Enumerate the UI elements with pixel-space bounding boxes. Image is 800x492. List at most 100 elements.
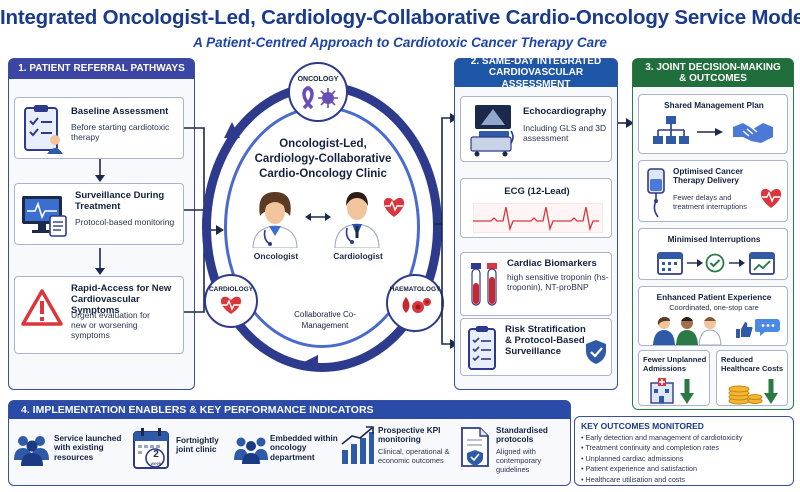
oncology-badge: ONCOLOGY bbox=[288, 62, 348, 122]
enabler-fortnightly-title: Fortnightly joint clinic bbox=[176, 436, 219, 455]
biomarkers-text: high sensitive troponin (hs-troponin), N… bbox=[507, 272, 609, 293]
coins-down-icon bbox=[728, 379, 778, 405]
key-outcomes-list: Early detection and management of cardio… bbox=[581, 433, 791, 485]
cardiologist-figure bbox=[334, 192, 380, 248]
page-title: Integrated Oncologist-Led, Cardiology-Co… bbox=[0, 6, 800, 29]
right-arrow bbox=[618, 118, 634, 128]
surveillance-title: Surveillance During Treatment bbox=[75, 190, 165, 212]
patient-experience-card[interactable]: Enhanced Patient Experience Coordinated,… bbox=[638, 286, 788, 346]
fewer-admissions-card[interactable]: Fewer Unplanned Admissions bbox=[638, 350, 710, 406]
echocardiography-title: Echocardiography bbox=[523, 106, 607, 117]
right-arrow-icon bbox=[687, 259, 703, 267]
bidirectional-arrow-icon bbox=[305, 213, 331, 221]
oncology-badge-label: ONCOLOGY bbox=[297, 76, 339, 83]
thumbs-up-icon bbox=[736, 322, 753, 338]
ecg-trace-icon bbox=[473, 203, 603, 233]
heart-ecg-icon bbox=[383, 197, 405, 217]
calendar-unit: week bbox=[150, 461, 162, 466]
warning-icon bbox=[21, 289, 63, 326]
co-management-label: Collaborative Co-Management bbox=[294, 310, 356, 330]
biomarkers-card[interactable]: Cardiac Biomarkers high sensitive tropon… bbox=[460, 252, 612, 316]
risk-stratification-card[interactable]: Risk Stratification & Protocol-Based Sur… bbox=[460, 318, 612, 376]
baseline-assessment-title: Baseline Assessment bbox=[71, 106, 169, 117]
down-arrow bbox=[95, 248, 105, 275]
echocardiography-card[interactable]: Echocardiography Including GLS and 3D as… bbox=[460, 96, 612, 162]
ribbon-icon bbox=[302, 86, 338, 110]
heart-pulse-icon bbox=[220, 296, 242, 314]
cycle-arrow-icon bbox=[224, 122, 240, 138]
down-arrow bbox=[95, 159, 105, 182]
team-icon bbox=[14, 436, 49, 466]
check-circle-icon bbox=[705, 253, 725, 273]
shield-check-icon bbox=[586, 340, 606, 364]
ecg-card[interactable]: ECG (12-Lead) bbox=[460, 178, 612, 238]
shared-plan-card[interactable]: Shared Management Plan bbox=[638, 94, 788, 154]
optimised-therapy-text: Fewer delays and treatment interruptions bbox=[673, 193, 747, 211]
baseline-assessment-card[interactable]: Baseline Assessment Before starting card… bbox=[14, 97, 184, 159]
cycle-arrow-icon bbox=[302, 355, 318, 371]
calendar-icon bbox=[657, 252, 683, 275]
referral-heading: 1. PATIENT REFERRAL PATHWAYS bbox=[9, 59, 194, 79]
minimised-interruptions-card[interactable]: Minimised Interruptions bbox=[638, 228, 788, 280]
enabler-protocols-title: Standardised protocols bbox=[496, 426, 548, 445]
hospital-down-icon bbox=[650, 378, 694, 404]
cardiology-badge: CARDIOLOGY bbox=[204, 274, 258, 328]
rapid-access-text: Urgent evaluation for new or worsening s… bbox=[71, 310, 150, 341]
reduced-costs-card[interactable]: Reduced Healthcare Costs bbox=[716, 350, 788, 406]
heart-pulse-icon bbox=[760, 188, 782, 208]
bar-chart-icon bbox=[341, 426, 374, 464]
optimised-therapy-card[interactable]: Optimised Cancer Therapy Delivery Fewer … bbox=[638, 160, 788, 222]
outcome-item: Patient experience and satisfaction bbox=[581, 464, 791, 474]
right-arrow-icon bbox=[697, 128, 723, 136]
oncologist-figure bbox=[252, 192, 298, 248]
enabler-resources-title: Service launched with existing resources bbox=[54, 434, 122, 462]
oncologist-label: Oncologist bbox=[253, 251, 299, 261]
outcome-item: Early detection and management of cardio… bbox=[581, 433, 791, 443]
key-outcomes-heading: KEY OUTCOMES MONITORED bbox=[581, 421, 704, 431]
enabler-embedded-title: Embedded within oncology department bbox=[270, 434, 338, 462]
haematology-badge-label: HAEMATOLOGY bbox=[389, 286, 441, 293]
minimised-interruptions-title: Minimised Interruptions bbox=[667, 235, 761, 244]
biomarkers-title: Cardiac Biomarkers bbox=[507, 258, 597, 269]
enabler-kpi-title: Prospective KPI monitoring bbox=[378, 426, 441, 445]
reduced-costs-title: Reduced Healthcare Costs bbox=[721, 355, 784, 373]
shared-plan-title: Shared Management Plan bbox=[664, 101, 764, 110]
calendar-fortnight-icon bbox=[133, 428, 169, 469]
haematology-badge: HAEMATOLOGY bbox=[386, 274, 444, 332]
clinic-title: Oncologist-Led, Cardiology-Collaborative… bbox=[254, 138, 392, 180]
patient-experience-text: Coordinated, one-stop care bbox=[669, 303, 759, 312]
surveillance-card[interactable]: Surveillance During Treatment Protocol-b… bbox=[14, 183, 184, 245]
monitor-icon bbox=[22, 196, 67, 237]
echo-machine-icon bbox=[470, 105, 514, 157]
decision-heading: 3. JOINT DECISION-MAKING & OUTCOMES bbox=[633, 59, 793, 87]
department-team-icon bbox=[234, 437, 268, 464]
echocardiography-text: Including GLS and 3D assessment bbox=[523, 123, 607, 144]
assessment-heading: 2. SAME-DAY INTEGRATED CARDIOVASCULAR AS… bbox=[455, 56, 617, 90]
optimised-therapy-title: Optimised Cancer Therapy Delivery bbox=[673, 167, 744, 186]
protocol-document-icon bbox=[461, 427, 489, 467]
patient-experience-title: Enhanced Patient Experience bbox=[656, 293, 772, 302]
outcome-item: Treatment continuity and completion rate… bbox=[581, 443, 791, 453]
outcome-item: Healthcare utilisation and costs bbox=[581, 475, 791, 485]
clipboard-icon bbox=[24, 105, 63, 154]
blood-cells-icon bbox=[402, 297, 431, 313]
baseline-assessment-text: Before starting cardiotoxic therapy bbox=[71, 122, 170, 143]
calendar-number: 2 bbox=[153, 449, 159, 460]
checklist-icon bbox=[468, 326, 496, 370]
rapid-access-card[interactable]: Rapid-Access for New Cardiovascular Symp… bbox=[14, 276, 184, 354]
page-subtitle: A Patient-Centred Approach to Cardiotoxi… bbox=[193, 35, 607, 50]
enablers-heading: 4. IMPLEMENTATION ENABLERS & KEY PERFORM… bbox=[9, 401, 570, 419]
enabler-protocols-text: Aligned with contemporary guidelines bbox=[496, 447, 542, 474]
calendar-trend-icon bbox=[749, 252, 775, 275]
test-tubes-icon bbox=[471, 263, 497, 306]
patients-group-icon bbox=[653, 317, 722, 345]
cardiology-badge-label: CARDIOLOGY bbox=[208, 286, 254, 293]
risk-stratification-title: Risk Stratification & Protocol-Based Sur… bbox=[505, 324, 586, 357]
chat-bubble-icon bbox=[755, 319, 780, 336]
org-chart-icon bbox=[653, 116, 689, 144]
right-arrow-icon bbox=[729, 259, 745, 267]
ecg-title: ECG (12-Lead) bbox=[504, 186, 570, 197]
cardiologist-label: Cardiologist bbox=[333, 251, 383, 261]
enabler-kpi-text: Clinical, operational & economic outcome… bbox=[378, 447, 450, 465]
outcome-item: Unplanned cardiac admissions bbox=[581, 454, 791, 464]
